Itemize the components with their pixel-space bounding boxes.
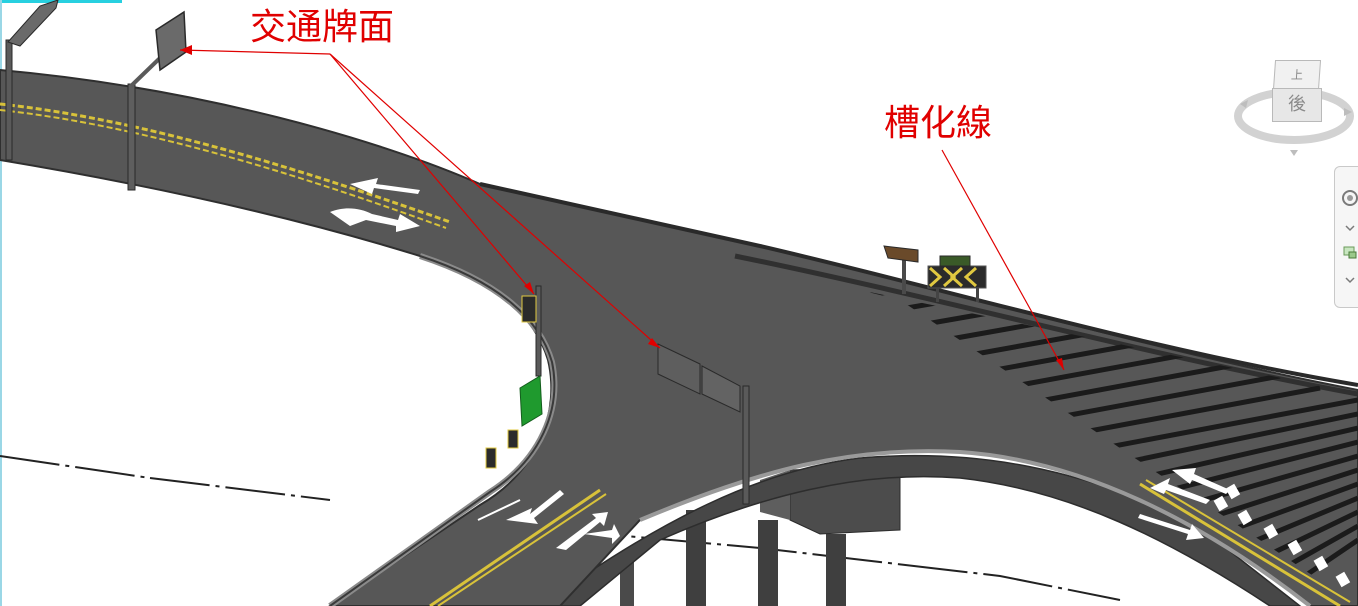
overhead-sign-left-top <box>5 0 59 161</box>
annotation-arrowheads <box>180 45 1064 370</box>
zoom-region-icon[interactable] <box>1341 243 1358 261</box>
loop-side-signs <box>485 285 543 469</box>
annotation-leaders <box>179 49 1065 371</box>
view-cube-top-face[interactable]: 上 <box>1272 60 1322 90</box>
gantry-sign-center <box>657 343 750 505</box>
chevron-and-guide-signs <box>883 245 987 302</box>
steering-wheel-icon[interactable] <box>1341 189 1358 207</box>
overhead-sign-pole <box>127 10 187 191</box>
sign-faces-annotation: 交通牌面 <box>250 7 395 48</box>
navigation-bar <box>1334 166 1358 308</box>
channelization-annotation: 槽化線 <box>884 103 993 144</box>
view-cube[interactable]: 上 後 <box>1232 54 1356 158</box>
lane-markings <box>0 102 1351 606</box>
chevron-down-icon[interactable] <box>1341 219 1358 237</box>
road-arrows <box>330 178 1230 550</box>
chevron-down-icon[interactable] <box>1341 271 1358 289</box>
window-edge-highlight <box>0 0 122 3</box>
pavement-text-marks <box>1213 483 1351 588</box>
view-cube-back-face[interactable]: 後 <box>1272 88 1322 122</box>
viewport-left-edge <box>0 0 2 606</box>
